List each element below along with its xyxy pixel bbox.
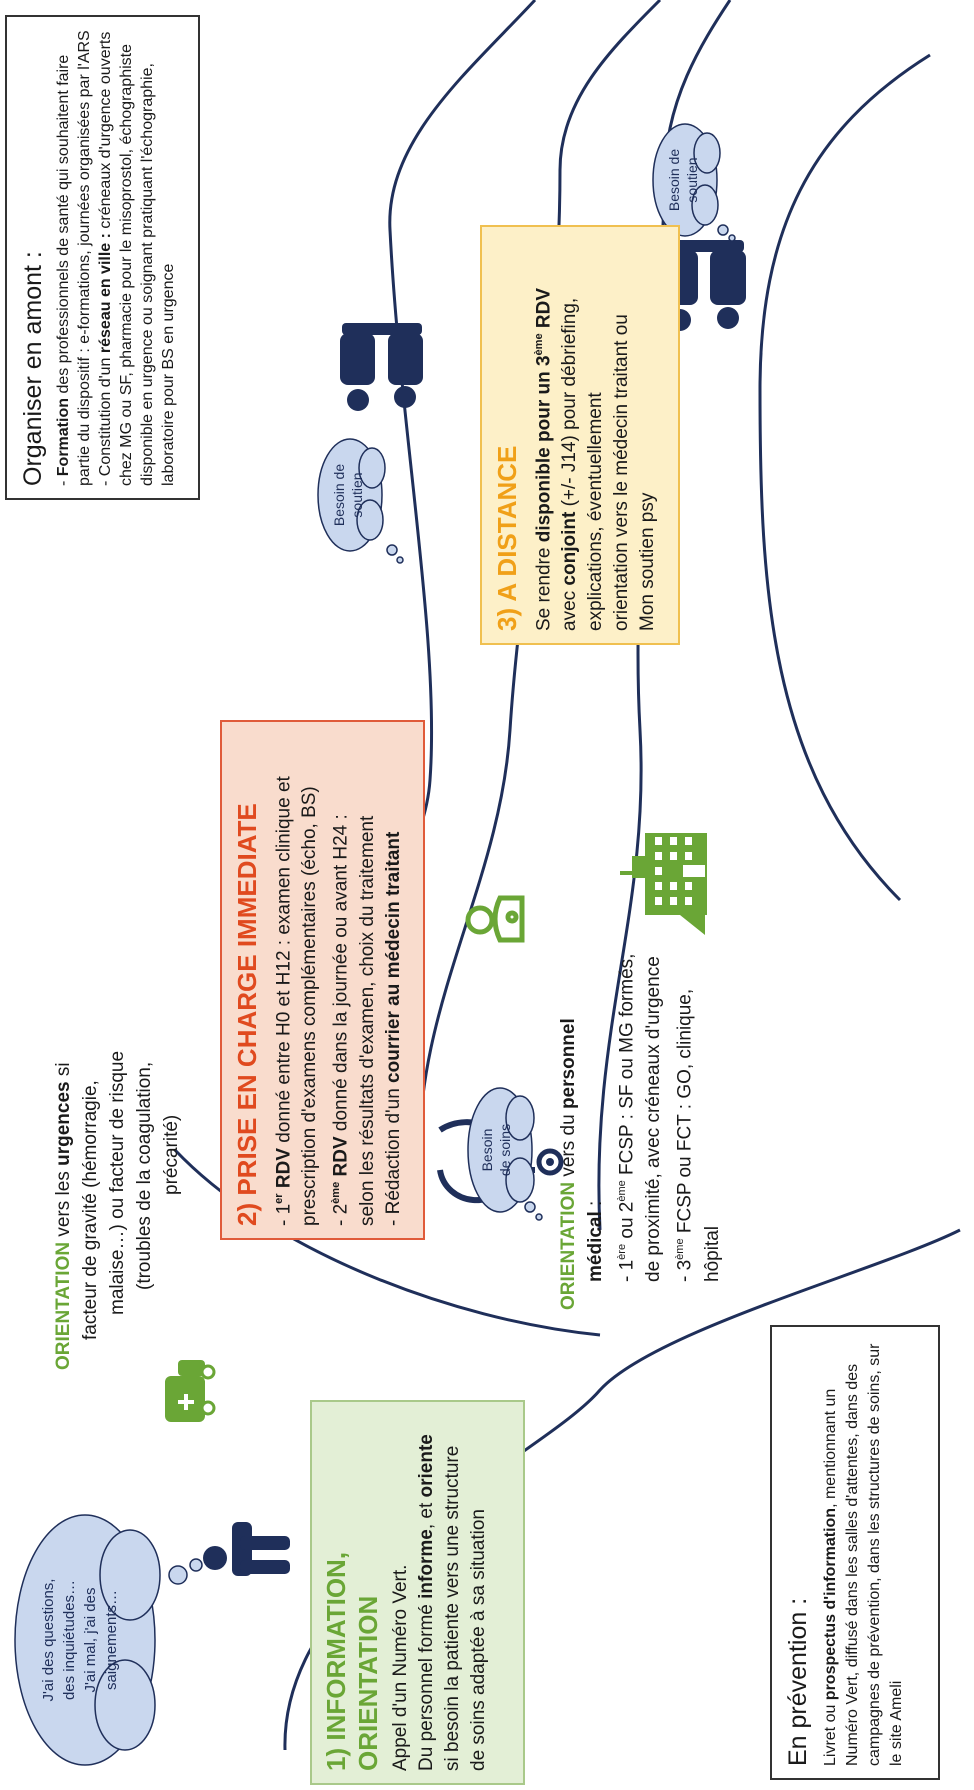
orient-perso-line2: médical : [585,1200,606,1282]
step3-line4: orientation vers le médecin traitant ou [611,314,633,631]
cloud-soins-text: Besoin de soins [479,1123,513,1177]
doctor-icon [465,895,525,943]
box-en-prevention: En prévention : Livret ou prospectus d'i… [770,1325,940,1780]
step3-title: 3) A DISTANCE [492,445,522,631]
orient-perso-line6: hôpital [701,1226,723,1282]
orient-urg-line3: malaise…) ou facteur de risque [107,1050,128,1315]
amont-formation-line: - Formation des professionnels de santé … [55,30,93,486]
cloud-soutien-2-text: Besoin de soutien [666,148,700,212]
orient-urg-line5: précarité) [161,1114,182,1195]
text-orientation-personnel: ORIENTATION vers du personnel médical : … [555,920,775,1310]
step1-title-1: 1) INFORMATION, [321,1551,351,1771]
cloud-soins [467,1087,543,1221]
step2-line3: - 2ème RDV donné dans la journée ou avan… [330,814,352,1226]
step3-line2: avec conjoint (+/- J14) pour débriefing, [559,297,581,631]
orient-urg-line4: (troubles de la coagulation, [134,1061,155,1290]
orient-urg-line1: ORIENTATION vers les urgences si [53,1062,74,1370]
step2-line4: selon les résultats d'examen, choix du t… [356,815,378,1226]
prevention-title: En prévention : [784,1597,812,1766]
step2-line1: - 1er RDV donné entre H0 et H12 : examen… [273,776,295,1226]
orient-urg-line2: facteur de gravité (hémorragie, [80,1080,101,1340]
step2-line2: prescription d'examens complémentaires (… [299,786,321,1226]
step1-title-2: ORIENTATION [353,1595,383,1771]
orient-perso-line3: - 1ère ou 2ème FCSP : SF ou MG formés, [616,953,638,1282]
step2-title: 2) PRISE EN CHARGE IMMEDIATE [232,803,262,1226]
orient-perso-line4: de proximité, avec créneaux d'urgence [643,956,665,1282]
cloud-soutien-2 [652,123,736,242]
prevention-text: Livret ou prospectus d'information, ment… [822,1343,905,1766]
step1-line4: de soins adaptée à sa situation [468,1509,489,1771]
box-organiser-en-amont: Organiser en amont : - Formation des pro… [5,15,200,500]
cloud-soutien-1-text: Besoin de soutien [331,463,365,527]
box-step1-information: 1) INFORMATION, ORIENTATION Appel d'un N… [310,1400,525,1785]
amont-title: Organiser en amont : [19,251,47,486]
step3-line5: Mon soutien psy [637,492,659,631]
step3-line3: explications, éventuellement [585,392,607,631]
box-step3-a-distance: 3) A DISTANCE Se rendre disponible pour … [480,225,680,645]
cloud-patient [14,1514,203,1766]
amont-reseau-line: - Constitution d'un réseau en ville : cr… [97,31,177,486]
orient-perso-line5: - 3ème FCSP ou FCT : GO, clinique, [674,988,696,1282]
couple-icon-1 [340,323,423,411]
text-orientation-urgences: ORIENTATION vers les urgences si facteur… [50,970,210,1370]
cloud-soutien-1 [317,438,404,564]
step1-line3: si besoin la patiente vers une structure [442,1445,463,1771]
cloud-patient-text: J'ai des questions, des inquiétudes… J'a… [40,1578,120,1702]
patient-icon [203,1522,290,1576]
curve-to-urgence [173,1148,601,1337]
hospital-icon [620,833,707,935]
box-step2-prise-en-charge: 2) PRISE EN CHARGE IMMEDIATE - 1er RDV d… [220,720,425,1240]
orient-perso-line1: ORIENTATION vers du personnel [558,1018,579,1310]
step1-line1: Appel d'un Numéro Vert. [390,1564,411,1771]
step1-line2: Du personnel formé informe, et oriente [416,1434,437,1771]
curve-main-bottom [758,53,931,902]
step2-line5: - Rédaction d'un courrier au médecin tra… [382,831,404,1226]
ambulance-icon [165,1360,216,1422]
step3-line1: Se rendre disponible pour un 3ème RDV [533,288,555,631]
